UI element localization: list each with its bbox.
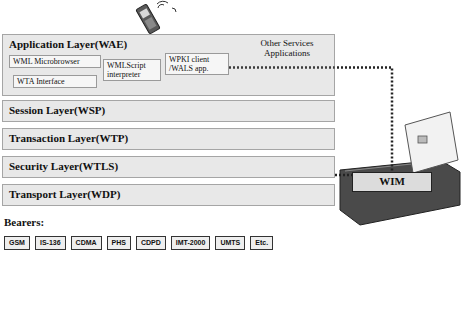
layer-band: Transaction Layer(WTP) bbox=[2, 128, 335, 150]
signal-waves bbox=[157, 1, 176, 12]
node-text: WML Microbrowser bbox=[13, 57, 97, 66]
node-text: WIM bbox=[355, 175, 429, 188]
bearer-box: IMT-2000 bbox=[171, 236, 211, 250]
bearer-box: Etc. bbox=[250, 236, 273, 250]
module-box: WPKI client /WALS app. bbox=[165, 53, 229, 75]
bearer-box: CDPD bbox=[136, 236, 166, 250]
bearer-box: UMTS bbox=[215, 236, 245, 250]
node-text: PHS bbox=[112, 239, 126, 247]
node-text: Transport Layer(WDP) bbox=[9, 188, 328, 201]
services-box: Other Services Applications bbox=[241, 37, 333, 60]
node-text: CDMA bbox=[76, 239, 97, 247]
dotted-connector bbox=[335, 174, 352, 177]
node-text: WMLScript interpreter bbox=[107, 61, 157, 79]
layer-band: Security Layer(WTLS) bbox=[2, 156, 335, 178]
card-chip bbox=[418, 136, 427, 143]
node-text: Etc. bbox=[255, 239, 268, 247]
phone-icon bbox=[136, 4, 160, 34]
node-text: IS-136 bbox=[40, 239, 61, 247]
node-text: CDPD bbox=[141, 239, 161, 247]
smart-card bbox=[405, 112, 458, 173]
node-text: Transaction Layer(WTP) bbox=[9, 132, 328, 145]
bearer-box: IS-136 bbox=[35, 236, 66, 250]
bearer-box: CDMA bbox=[71, 236, 102, 250]
node-text: WPKI client /WALS app. bbox=[169, 55, 225, 73]
layer-band: Transport Layer(WDP) bbox=[2, 184, 335, 206]
node-text: GSM bbox=[9, 239, 25, 247]
section-label: Bearers: bbox=[4, 216, 44, 228]
node-text: Other Services Applications bbox=[242, 38, 332, 59]
node-text: IMT-2000 bbox=[176, 239, 206, 247]
bearer-box: PHS bbox=[107, 236, 131, 250]
node-text: WTA Interface bbox=[17, 77, 93, 86]
node-text: UMTS bbox=[220, 239, 240, 247]
bearer-box: GSM bbox=[4, 236, 30, 250]
node-text: Session Layer(WSP) bbox=[9, 104, 328, 117]
card-reader bbox=[340, 160, 460, 225]
node-text: Security Layer(WTLS) bbox=[9, 160, 328, 173]
layer-band: Session Layer(WSP) bbox=[2, 100, 335, 122]
layer-band: Application Layer(WAE)WML MicrobrowserWT… bbox=[2, 34, 335, 96]
wim-box: WIM bbox=[352, 172, 432, 192]
module-box: WML Microbrowser bbox=[9, 55, 101, 68]
module-box: WMLScript interpreter bbox=[103, 59, 161, 81]
module-box: WTA Interface bbox=[13, 75, 97, 88]
